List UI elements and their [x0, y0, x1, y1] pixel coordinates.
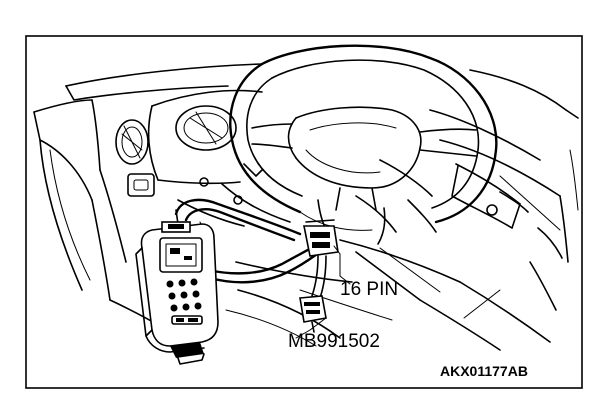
tester-keypad — [166, 278, 203, 325]
handheld-scan-tool — [135, 221, 219, 365]
cable-part-number-label: MB991502 — [288, 331, 380, 352]
connector-label: 16 PIN — [340, 279, 398, 300]
leader-lines — [295, 245, 351, 339]
data-link-connector-16pin — [303, 219, 339, 257]
dashboard-drawing — [33, 63, 579, 353]
figure-frame — [25, 35, 583, 389]
figure-code: AKX01177AB — [440, 363, 528, 379]
